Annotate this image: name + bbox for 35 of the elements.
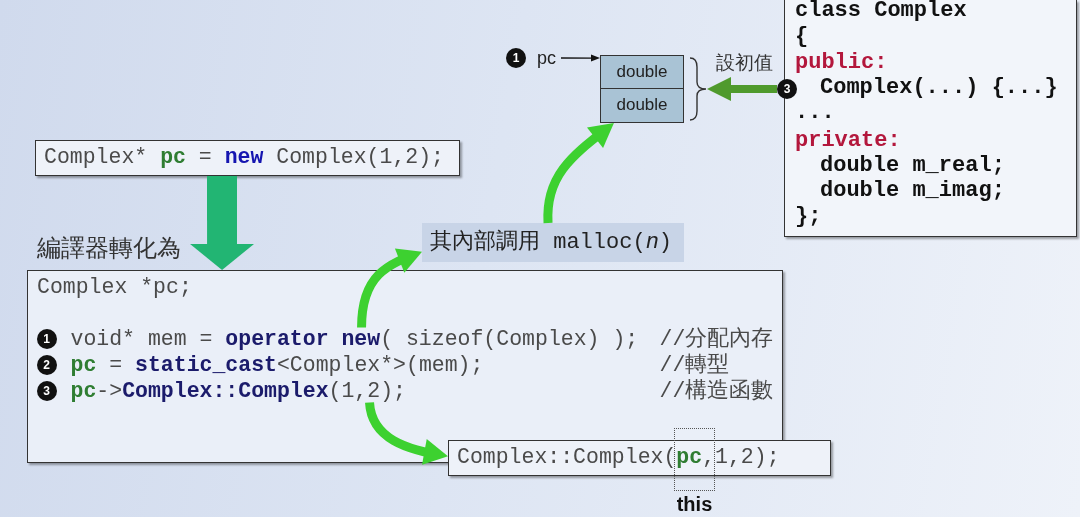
code-line: Complex(...) {...} — [820, 77, 1058, 99]
code-comment: //轉型 — [659, 353, 730, 377]
block-arrow — [190, 176, 254, 270]
code-comment: //分配內存 — [659, 327, 774, 351]
variable-label: pc — [537, 47, 561, 69]
code-line: { — [795, 26, 809, 48]
arrow — [707, 77, 777, 101]
callout-number: 1 — [506, 48, 526, 68]
code-line: double m_imag; — [820, 180, 1005, 202]
code-line: Complex *pc; — [37, 276, 192, 299]
code-box: Complex* pc = new Complex(1,2); — [35, 140, 460, 176]
code-line: private: — [795, 130, 901, 152]
memory-cell: double — [600, 55, 684, 90]
callout-number: 1 — [36, 329, 57, 349]
edge-label: 編譯器轉化為 — [37, 234, 181, 262]
code-comment: //構造函數 — [659, 379, 774, 403]
memory-cell: double — [600, 88, 684, 123]
callout-number: 3 — [777, 79, 797, 99]
code-box: Complex::Complex(pc,1,2); — [448, 440, 831, 476]
code-line: double m_real; — [820, 155, 1005, 177]
text-band: 其內部調用 malloc(n) — [422, 223, 684, 262]
code-line: pc->Complex::Complex(1,2); — [70, 379, 406, 403]
callout-number: 2 — [36, 355, 57, 375]
code-box — [784, 0, 1077, 237]
callout-number: 3 — [36, 381, 57, 401]
arrow — [560, 54, 600, 62]
code-line: class Complex — [795, 0, 967, 22]
edge-label: 設初值 — [716, 51, 773, 75]
curved-arrow — [357, 247, 424, 328]
code-line: ... — [795, 102, 835, 124]
code-line: }; — [795, 206, 822, 228]
annotation-label: this — [676, 494, 713, 515]
code-line: void* mem = operator new( sizeof(Complex) ); — [70, 327, 639, 351]
code-line: pc = static_cast<Complex*>(mem); — [70, 353, 484, 377]
code-line: public: — [795, 52, 888, 74]
